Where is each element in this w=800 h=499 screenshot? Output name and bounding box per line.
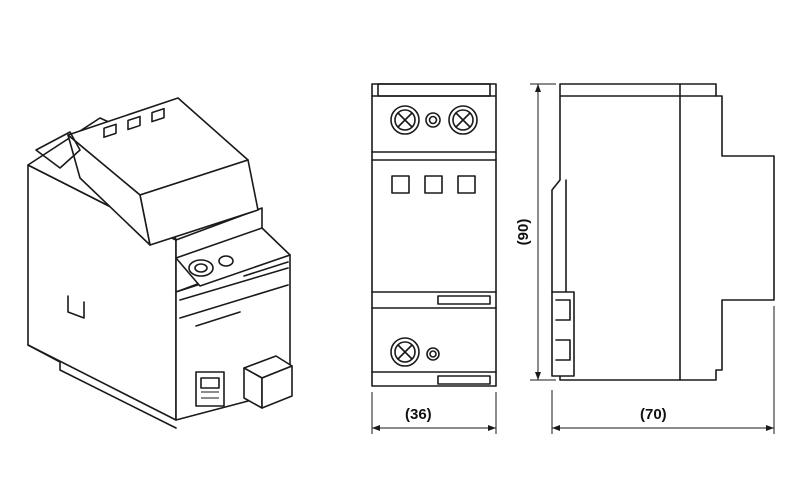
depth-label: (70) — [640, 406, 667, 423]
height-dimension: (90) — [515, 83, 556, 381]
window-icon — [391, 175, 410, 194]
screw-icon — [390, 337, 420, 367]
width-label: (36) — [405, 406, 432, 423]
screw-icon — [390, 105, 420, 135]
depth-dimension: (70) — [551, 306, 775, 434]
screw-icon — [448, 105, 478, 135]
side-view — [551, 83, 775, 381]
height-label: (90) — [515, 219, 532, 246]
window-icon — [457, 175, 476, 194]
width-dimension: (36) — [371, 392, 497, 434]
indicator-icon — [426, 347, 440, 361]
window-icon — [424, 175, 443, 194]
isometric-view — [27, 97, 293, 429]
indicator-icon — [425, 112, 441, 128]
front-view — [371, 83, 497, 387]
